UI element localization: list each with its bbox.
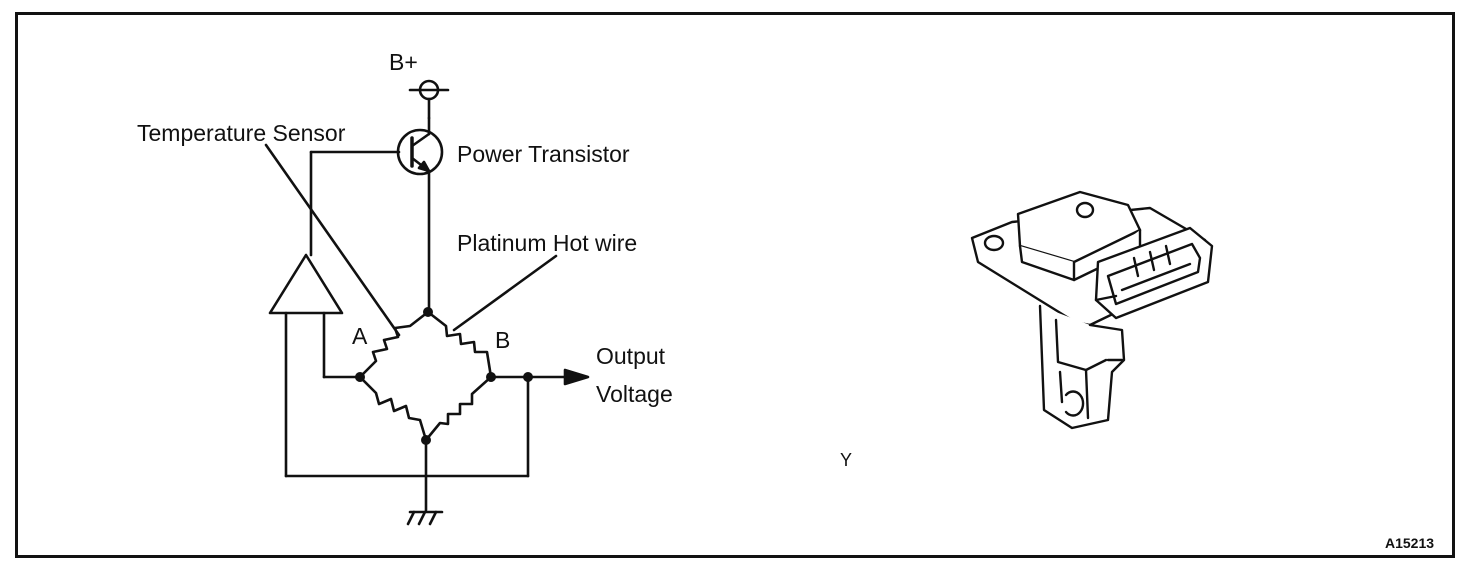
output-wiring <box>284 368 590 512</box>
b-plus-label: B+ <box>389 49 418 75</box>
node-b-dot <box>486 372 496 382</box>
ground-symbol <box>406 510 444 526</box>
hot-wire-leader <box>452 254 558 332</box>
supply-terminal <box>408 79 450 120</box>
maf-sensor-illustration <box>970 190 1214 430</box>
power-transistor-label: Power Transistor <box>457 141 630 167</box>
power-transistor-symbol <box>309 116 444 314</box>
part-letter-label: Y <box>840 450 853 470</box>
output-junction-dot <box>523 372 533 382</box>
node-a-label: A <box>352 323 368 349</box>
figure-code-label: A15213 <box>1385 535 1435 551</box>
node-b-label: B <box>495 327 511 353</box>
node-top-dot <box>423 307 433 317</box>
temperature-sensor-leader <box>264 143 401 337</box>
node-bottom-dot <box>421 435 431 445</box>
platinum-hot-wire-label: Platinum Hot wire <box>457 230 638 256</box>
bridge-resistors <box>358 310 493 442</box>
op-amp-symbol <box>268 253 362 478</box>
node-dots <box>355 307 533 445</box>
figure-frame <box>15 12 1455 558</box>
temperature-sensor-label: Temperature Sensor <box>137 120 346 146</box>
output-label: Output <box>596 343 666 369</box>
voltage-label: Voltage <box>596 381 673 407</box>
node-a-dot <box>355 372 365 382</box>
